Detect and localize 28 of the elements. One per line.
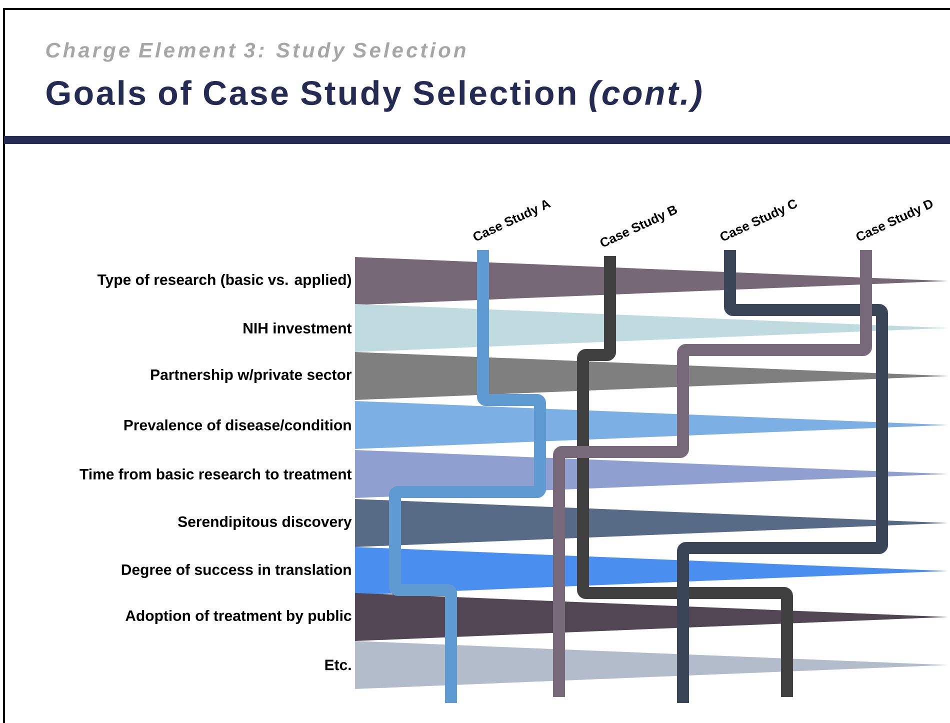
title: Goals of Case Study Selection (cont.) bbox=[46, 80, 702, 112]
criterion-wedge: Type of research (basic vs. applied) bbox=[97, 257, 948, 305]
node-label: Time from basic research to treatment bbox=[80, 468, 352, 480]
node-label: Degree of success in translation bbox=[122, 564, 351, 578]
node-label: Prevalence of disease/condition bbox=[124, 419, 351, 431]
node-label: Adoption of treatment by public bbox=[126, 610, 352, 624]
criterion-wedge: Serendipitous discovery bbox=[178, 499, 948, 547]
case-study-path bbox=[389, 250, 546, 703]
case-study-label: Case Study B bbox=[600, 206, 678, 246]
node-label: Type of research (basic vs. applied) bbox=[97, 274, 352, 288]
criterion-wedge: Degree of success in translation bbox=[122, 547, 948, 595]
case-study-path bbox=[577, 256, 793, 697]
node-label: Partnership w/private sector bbox=[151, 369, 352, 383]
criterion-wedge: Time from basic research to treatment bbox=[80, 450, 948, 498]
criterion-wedge: Adoption of treatment by public bbox=[126, 593, 948, 641]
case-study-path bbox=[677, 250, 888, 703]
criterion-wedge: NIH investment bbox=[244, 304, 948, 352]
node-label: NIH investment bbox=[244, 322, 352, 334]
case-study-label: Case Study A bbox=[473, 200, 552, 240]
case-study-label: Case Study D bbox=[856, 200, 932, 240]
case-study-path bbox=[553, 250, 872, 697]
criterion-wedge: Etc. bbox=[325, 641, 948, 689]
subtitle: Charge Element 3: Study Selection bbox=[46, 42, 466, 62]
node-label: Etc. bbox=[325, 660, 351, 670]
node-label: Serendipitous discovery bbox=[178, 516, 352, 530]
criterion-wedge: Prevalence of disease/condition bbox=[124, 401, 948, 449]
case-study-label: Case Study C bbox=[720, 200, 798, 240]
criterion-wedge: Partnership w/private sector bbox=[151, 352, 948, 400]
